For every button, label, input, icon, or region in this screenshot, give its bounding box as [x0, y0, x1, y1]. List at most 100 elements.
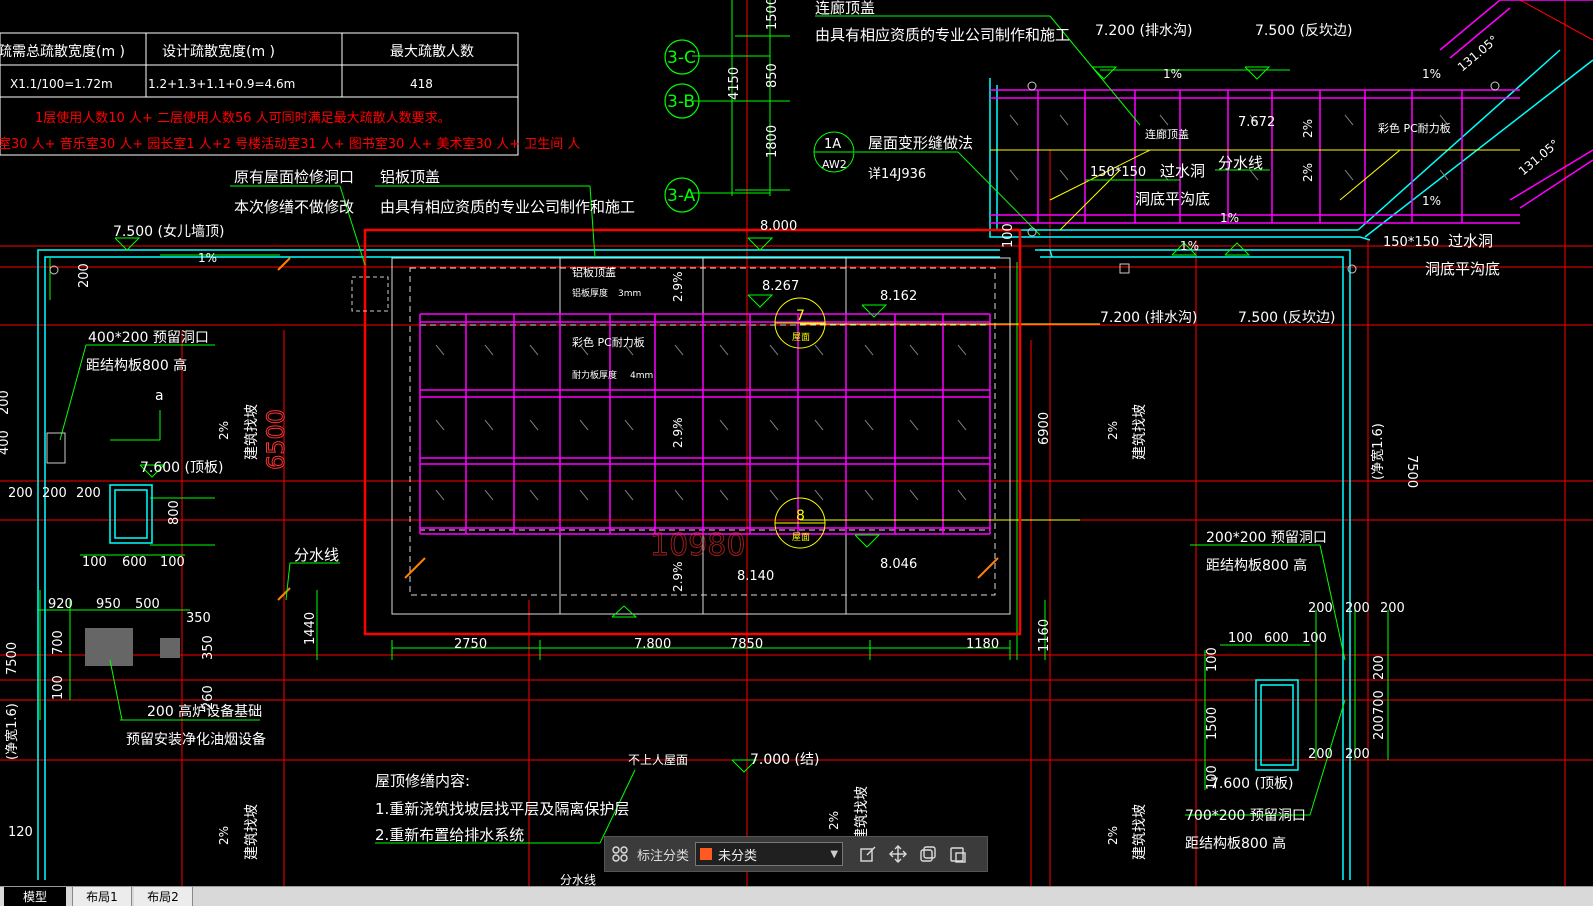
annotation-toolbar: 标注分类 未分类 ▼: [604, 836, 988, 872]
tab-model[interactable]: 模型: [4, 887, 66, 906]
dim-r-200e: 200: [1372, 715, 1387, 740]
label-elev-7672: 7.672: [1238, 115, 1275, 130]
build-slope-right: 建筑找坡: [1132, 404, 1148, 460]
pct-left-2: 2%: [217, 421, 231, 440]
label-repair-title: 屋顶修缮内容:: [375, 772, 470, 790]
label-corridor-mid: 连廊顶盖: [1145, 127, 1189, 141]
evacuation-table: [0, 32, 519, 156]
label-ref-aw2: AW2: [822, 158, 847, 171]
label-inner-3mm: 3mm: [618, 289, 641, 299]
dim-1440: 1440: [303, 612, 318, 645]
circle-7-sub: 屋面: [792, 332, 810, 343]
elevation-markers: [114, 66, 1271, 773]
label-trench-elev: 7.200 (排水沟): [1095, 23, 1192, 39]
label-elev-8046: 8.046: [880, 557, 917, 572]
edit-icon[interactable]: [853, 839, 883, 869]
label-ref-1a: 1A: [824, 137, 841, 152]
pct-2a: 2%: [1301, 119, 1315, 138]
label-elev-7000: 7.000 (结): [750, 752, 819, 768]
selection-highlight-frame: [363, 228, 1022, 636]
dim-left-200d: 200: [76, 486, 101, 501]
label-hole-700: 700*200 预留洞口: [1185, 808, 1306, 824]
label-divide-line: 分水线: [1218, 154, 1263, 172]
dim-1800: 1800: [765, 125, 780, 158]
dim-r-200f: 200: [1308, 747, 1333, 762]
grid-label-3a: 3-A: [667, 186, 696, 206]
dim-r-700: 700: [1372, 690, 1387, 715]
dim-800: 800: [167, 500, 182, 525]
label-elev-8000: 8.000: [760, 219, 797, 234]
dim-7850: 7850: [730, 637, 763, 652]
copy-icon[interactable]: [913, 839, 943, 869]
label-hole-200r-dist: 距结构板800 高: [1206, 557, 1307, 574]
dim-r-100b: 100: [1302, 631, 1327, 646]
cad-drawing-canvas[interactable]: 疏需总疏散宽度(m ) 设计疏散宽度(m ) 最大疏散人数 X1.1/100=1…: [0, 0, 1593, 886]
move-icon[interactable]: [883, 839, 913, 869]
label-equip-reserve: 预留安装净化油烟设备: [126, 731, 266, 748]
tab-layout1[interactable]: 布局1: [72, 887, 132, 906]
annotation-category-label: 标注分类: [637, 848, 690, 864]
dim-r-200g: 200: [1345, 747, 1370, 762]
dim-1160: 1160: [1037, 619, 1052, 652]
table-header-3: 最大疏散人数: [390, 44, 474, 60]
grid-icon[interactable]: [605, 839, 635, 869]
label-inner-pc-thk: 耐力板厚度: [572, 369, 617, 381]
table-header-2: 设计疏散宽度(m ): [162, 43, 275, 60]
dim-r-100a: 100: [1228, 631, 1253, 646]
build-slope-b: 建筑找坡: [244, 804, 260, 860]
pct-1e: 1%: [1180, 239, 1199, 253]
label-existing-hatch: 原有屋面检修洞口: [234, 168, 354, 186]
label-bottom-divide: 分水线: [560, 873, 596, 886]
grid-label-3c: 3-C: [667, 48, 696, 68]
dim-4150: 4150: [727, 67, 742, 100]
dim-200: 200: [77, 263, 92, 288]
slope-lines: [774, 149, 1520, 549]
dim-10980: 10980: [650, 528, 745, 563]
paste-icon[interactable]: [943, 839, 973, 869]
circle-7-label: 7: [796, 308, 805, 324]
dim-500: 500: [135, 597, 160, 612]
label-slope-elev: 7.500 (反坎边): [1255, 23, 1352, 39]
grid-bubbles: [664, 39, 700, 213]
label-divide-left: 分水线: [294, 546, 339, 564]
dim-1500: 1500: [765, 0, 780, 30]
label-no-access: 不上人屋面: [628, 753, 688, 767]
dim-left-200c: 200: [42, 486, 67, 501]
pct-b-2: 2%: [217, 826, 231, 845]
label-parapet-elev: 7.500 (女儿墙顶): [113, 223, 224, 240]
pct-right-2: 2%: [1106, 421, 1120, 440]
label-angle-1: 131.05°: [1455, 33, 1501, 75]
label-angle-2: 131.05°: [1516, 137, 1562, 179]
dim-left-600: 600: [122, 555, 147, 570]
dim-6900: 6900: [1037, 412, 1052, 445]
label-made-by-top: 由具有相应资质的专业公司制作和施工: [815, 26, 1070, 44]
dim-r-600: 600: [1264, 631, 1289, 646]
table-cell-1: X1.1/100=1.72m: [10, 77, 113, 91]
label-elev-8267: 8.267: [762, 279, 799, 294]
dim-r-1500: 1500: [1205, 707, 1220, 740]
dim-left-200: 200: [0, 390, 12, 415]
label-inner-color-pc: 彩色 PC耐力板: [572, 335, 645, 349]
pct-1b: 1%: [1422, 67, 1441, 81]
pct-1a: 1%: [1163, 67, 1182, 81]
label-slope-elev-r: 7.500 (反坎边): [1238, 310, 1335, 326]
label-elev-7600: 7.600 (顶板): [140, 460, 223, 476]
table-cell-2: 1.2+1.3+1.1+0.9=4.6m: [148, 77, 295, 91]
label-hole-150-r: 150*150: [1383, 235, 1439, 250]
dim-l-100: 100: [51, 675, 66, 700]
grid-label-3b: 3-B: [667, 92, 695, 112]
annotation-category-dropdown[interactable]: 未分类 ▼: [695, 842, 844, 866]
dim-2750: 2750: [454, 637, 487, 652]
dim-left-100a: 100: [82, 555, 107, 570]
dimension-lines: [38, 0, 1389, 790]
dim-l-260: 260: [201, 685, 216, 710]
circle-8-label: 8: [796, 508, 805, 524]
circle-8-sub: 屋面: [792, 532, 810, 543]
pct-29a: 2.9%: [671, 272, 685, 303]
label-equip-base: 200 高炉设备基础: [147, 703, 262, 720]
label-hole-700-dist: 距结构板800 高: [1185, 835, 1286, 852]
label-left-a: a: [155, 388, 164, 404]
tab-layout2[interactable]: 布局2: [134, 887, 193, 906]
label-detail-ref: 详14J936: [868, 167, 926, 182]
pct-2b: 2%: [1301, 163, 1315, 182]
